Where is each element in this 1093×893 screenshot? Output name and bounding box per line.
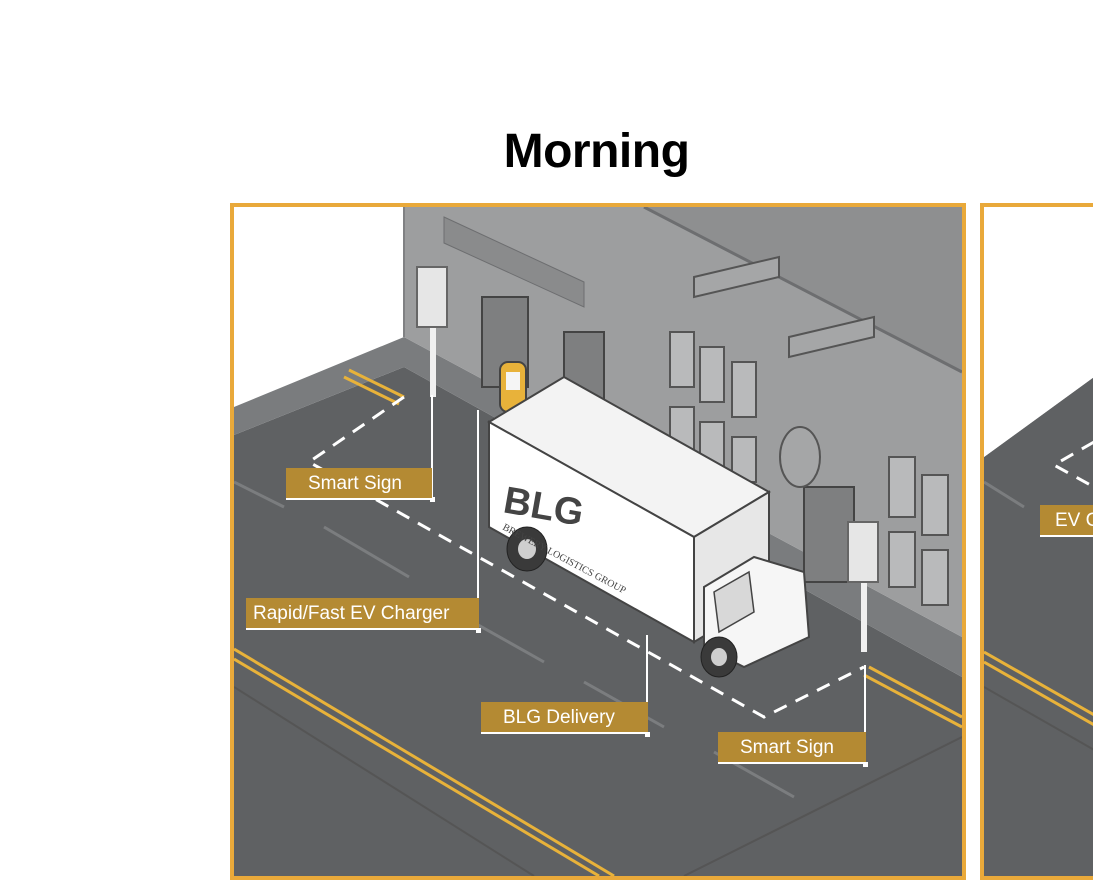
leader-dot-smart-sign-left: [430, 497, 435, 502]
parking-box: [306, 395, 865, 719]
panel-title: Morning: [503, 125, 690, 178]
leader-dot-blg-delivery: [645, 732, 650, 737]
leader-blg-delivery: [646, 635, 648, 735]
morning-scene-panel: BLG BREWERY LOGISTICS GROUP: [230, 203, 966, 880]
label-blg-delivery: BLG Delivery: [481, 702, 648, 734]
next-street-illustration: [984, 207, 1093, 876]
leader-smart-sign-right: [864, 665, 866, 765]
next-scene-panel: [980, 203, 1093, 880]
label-smart-sign-right: Smart Sign: [718, 732, 866, 764]
street-illustration: BLG BREWERY LOGISTICS GROUP: [234, 207, 962, 876]
leader-smart-sign-left: [431, 395, 433, 500]
leader-dot-ev-charger: [476, 628, 481, 633]
leader-ev-charger: [477, 410, 479, 631]
leader-dot-smart-sign-right: [863, 762, 868, 767]
label-next-panel-partial: EV C: [1040, 505, 1093, 537]
label-ev-charger: Rapid/Fast EV Charger: [246, 598, 479, 630]
label-smart-sign-left: Smart Sign: [286, 468, 432, 500]
